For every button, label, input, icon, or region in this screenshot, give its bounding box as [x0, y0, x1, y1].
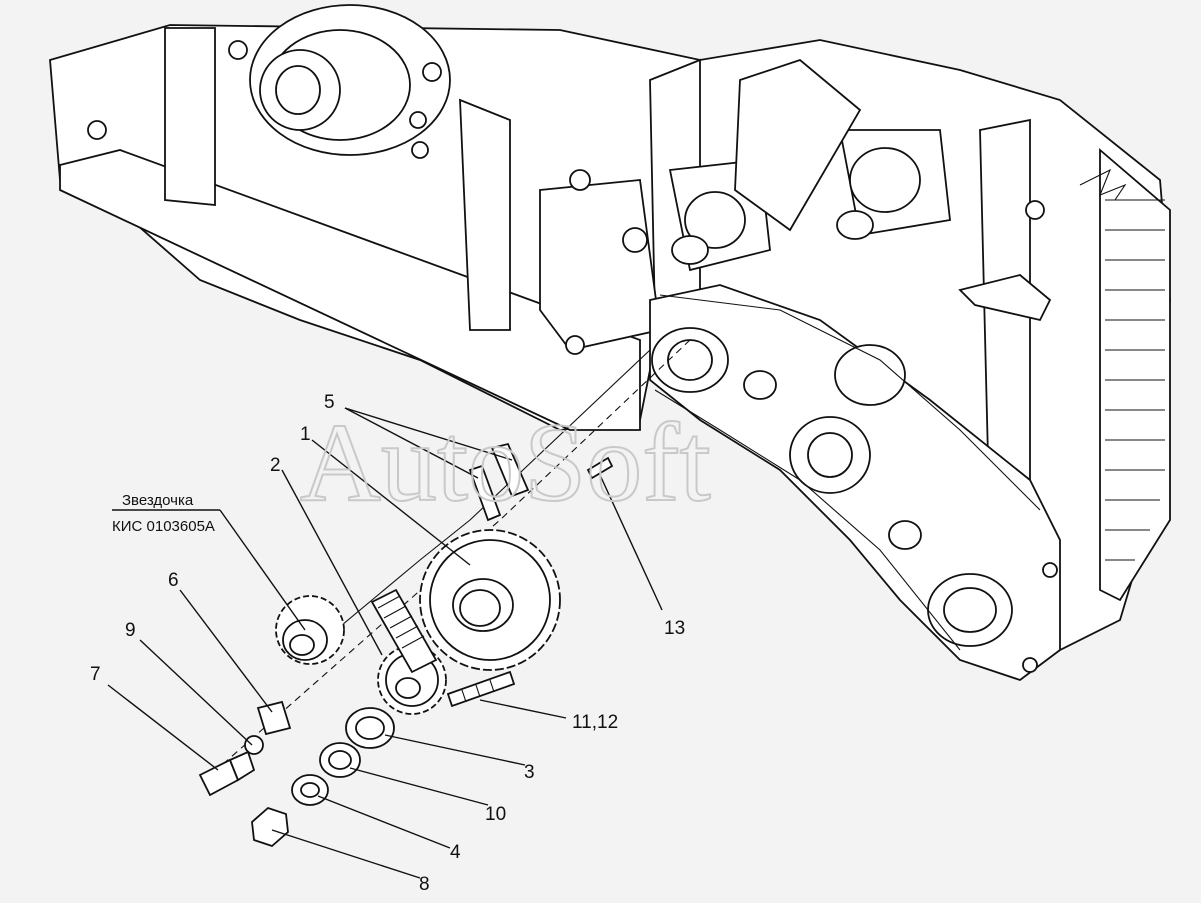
- center-bearings: [539, 58, 1052, 355]
- gearbox-housing: [649, 284, 1061, 682]
- note-line-2: КИС 0103605А: [112, 518, 215, 535]
- callout-8: 8: [419, 874, 430, 895]
- callout-5: 5: [324, 392, 335, 413]
- watermark: AutoSoft: [300, 401, 711, 525]
- note-line-1: Звездочка: [122, 492, 194, 509]
- callout-11-12: 11,12: [572, 712, 618, 733]
- upper-hub: [87, 4, 451, 159]
- chain: [370, 588, 516, 708]
- callout-1: 1: [300, 424, 311, 445]
- large-sprocket: [419, 529, 561, 671]
- callout-9: 9: [125, 620, 136, 641]
- hatched-edge: [1079, 148, 1171, 602]
- callout-10: 10: [485, 804, 506, 825]
- callout-3: 3: [524, 762, 535, 783]
- callout-2: 2: [270, 455, 281, 476]
- kis-sprocket: [275, 595, 345, 665]
- callout-7: 7: [90, 664, 101, 685]
- leader-lines: [107, 407, 663, 879]
- callout-4: 4: [450, 842, 461, 863]
- callout-13: 13: [664, 618, 685, 639]
- callout-6: 6: [168, 570, 179, 591]
